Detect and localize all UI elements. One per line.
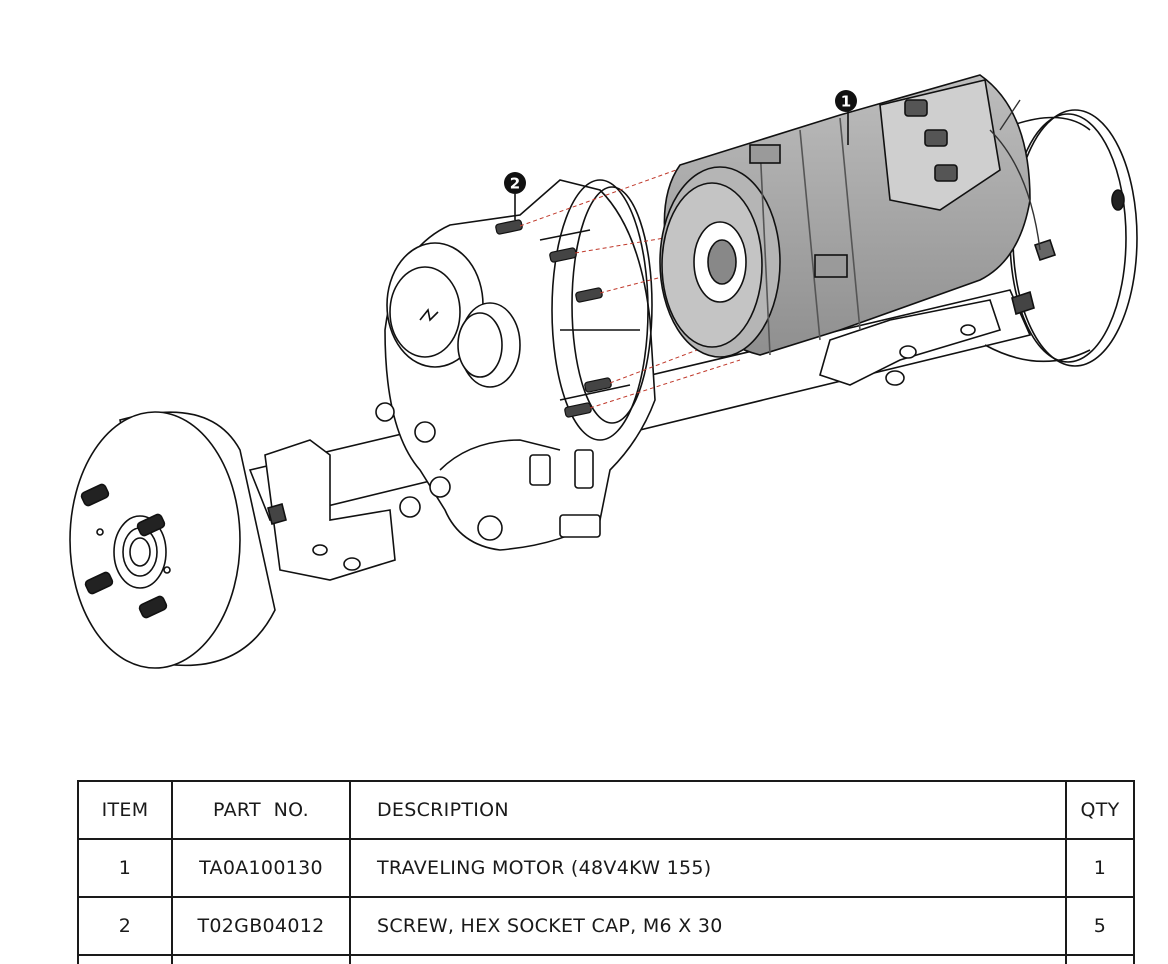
traveling-motor bbox=[659, 74, 1041, 358]
parts-table: ITEM PART NO. DESCRIPTION QTY 1 TA0A1001… bbox=[77, 780, 1135, 964]
hex-socket-screws bbox=[495, 219, 612, 418]
row-description-empty bbox=[349, 954, 1067, 964]
row-part-no: TA0A100130 bbox=[171, 838, 351, 898]
row-item-empty bbox=[77, 954, 173, 964]
table-row: 2 T02GB04012 SCREW, HEX SOCKET CAP, M6 X… bbox=[77, 896, 1135, 956]
right-mount-bracket bbox=[819, 238, 1057, 386]
header-item: ITEM bbox=[77, 780, 173, 840]
row-item: 1 bbox=[77, 838, 173, 898]
header-qty: QTY bbox=[1065, 780, 1135, 840]
table-header-row: ITEM PART NO. DESCRIPTION QTY bbox=[77, 780, 1135, 840]
wheel-studs bbox=[80, 483, 168, 619]
left-mount-bracket bbox=[264, 439, 396, 581]
left-brake-drum bbox=[69, 411, 276, 669]
right-brake-drum bbox=[984, 109, 1138, 367]
header-description: DESCRIPTION bbox=[349, 780, 1067, 840]
callout-2: 2 bbox=[504, 172, 526, 220]
row-description: TRAVELING MOTOR (48V4KW 155) bbox=[349, 838, 1067, 898]
row-qty: 1 bbox=[1065, 838, 1135, 898]
callout-2-label: 2 bbox=[510, 175, 520, 193]
row-qty-empty bbox=[1065, 954, 1135, 964]
exploded-axle-diagram: 1 2 bbox=[69, 74, 1138, 669]
header-part-no: PART NO. bbox=[171, 780, 351, 840]
row-part-no-empty bbox=[171, 954, 351, 964]
callout-1-label: 1 bbox=[841, 93, 851, 111]
table-row-cut-off bbox=[77, 954, 1135, 964]
row-description: SCREW, HEX SOCKET CAP, M6 X 30 bbox=[349, 896, 1067, 956]
motor-terminals bbox=[904, 99, 958, 182]
gearbox-housing bbox=[375, 179, 656, 551]
table-row: 1 TA0A100130 TRAVELING MOTOR (48V4KW 155… bbox=[77, 838, 1135, 898]
row-qty: 5 bbox=[1065, 896, 1135, 956]
row-item: 2 bbox=[77, 896, 173, 956]
callout-1: 1 bbox=[835, 90, 857, 145]
row-part-no: T02GB04012 bbox=[171, 896, 351, 956]
